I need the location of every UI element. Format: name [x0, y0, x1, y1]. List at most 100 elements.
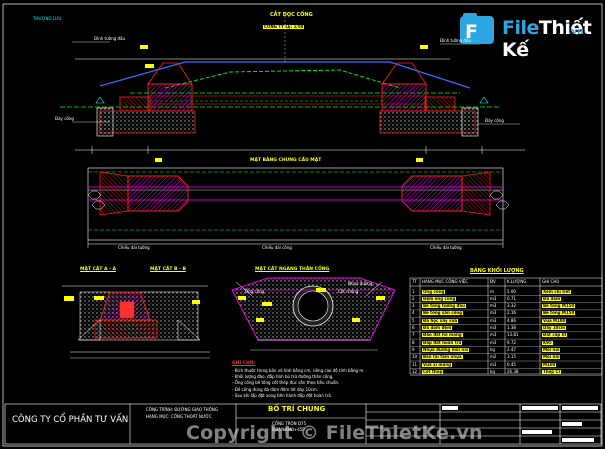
length-note: Chiều dài cống: [262, 245, 292, 250]
table-cell: Cốt thép: [422, 368, 444, 374]
plan-title: MẶT BẰNG CHUNG CẦU MẶT: [250, 158, 322, 163]
table-cell: Mối nối: [542, 346, 561, 352]
logo-text: FileThiết Kế: [502, 17, 592, 61]
table-cell: 0.71: [507, 295, 516, 301]
table-cell: 6: [412, 325, 415, 330]
cross-label-bitumen: Nhựa đường: [348, 281, 373, 286]
drawing-frame: [2, 3, 603, 447]
table-header-cell: K.LƯỢNG: [507, 279, 527, 284]
table-cell: m3: [490, 332, 497, 338]
yellow-tags: [64, 45, 428, 322]
elev-right-bottom: Đáy cống: [485, 118, 504, 123]
table-cell: 3: [412, 303, 415, 309]
title-block-fills: [442, 406, 598, 442]
table-cell: 0.45: [507, 361, 516, 367]
left-dim: Chiều dài tường: [118, 245, 150, 250]
table-cell: m3: [490, 295, 497, 301]
table-cell: Đá dăm: [542, 295, 562, 301]
table-cell: 8: [412, 339, 415, 345]
table-cell: Đá dăm đệm: [422, 325, 453, 330]
table-cell: Thép CI: [542, 368, 561, 374]
section-b-title: MẶT CẮT B - B: [150, 267, 186, 272]
table-cell: Đào đất hố móng: [422, 332, 463, 338]
right-dim: Chiều dài tường: [430, 245, 462, 250]
table-cell: 4.86: [507, 317, 516, 323]
table-header-cell: TT: [412, 279, 417, 284]
table-cell: 2.47: [507, 346, 516, 352]
table-cell: m: [490, 288, 494, 294]
drawing-subtitle-2: ĐOẠN KM0+450: [272, 427, 305, 432]
cross-section-title: MẶT CẮT NGANG THÂN CỐNG: [255, 267, 330, 272]
company-name: CÔNG TY CỔ PHẦN TƯ VẤN: [12, 415, 129, 425]
barrel-cross-section: [231, 277, 396, 351]
table-cell: 3.32: [507, 303, 516, 309]
folder-icon: F: [460, 13, 494, 44]
longitudinal-section: [60, 12, 525, 154]
table-cell: kg: [490, 368, 495, 374]
table-cell: 9: [412, 346, 415, 352]
table-cell: Bao tải tẩm nhựa: [422, 354, 463, 360]
section-title: CẮT DỌC CỐNG: [270, 12, 313, 18]
table-cell: Bê tông tường đầu: [422, 303, 466, 309]
table-cell: Vữa xi măng: [422, 361, 452, 367]
table-cell: m3: [490, 325, 497, 330]
table-cell: 5.00: [507, 288, 516, 294]
table-cell: 2.16: [507, 310, 516, 316]
table-cell: M100: [542, 361, 557, 367]
table-cell: Nhựa đường mối nối: [422, 346, 470, 352]
table-cell: 12: [412, 368, 418, 374]
table-cell: 26.38: [507, 368, 519, 374]
table-cell: Ống cống: [422, 288, 446, 294]
cross-label-rebar: Cốt chống: [338, 289, 359, 294]
table-cell: Vữa M100: [542, 317, 567, 323]
section-a-b: [62, 285, 210, 359]
cross-label-pipe: Ống cống: [245, 289, 265, 294]
table-cell: m3: [490, 361, 497, 367]
table-cell: 13.81: [507, 332, 519, 338]
table-cell: Bê tông M150: [542, 310, 576, 316]
section-scale: CỐNG TỶ LỆ: 1/50: [263, 24, 305, 29]
table-cell: 1: [412, 288, 415, 294]
table-cell: m2: [490, 354, 497, 360]
project-line-1: CÔNG TRÌNH: ĐƯỜNG GIAO THÔNG: [146, 407, 218, 412]
elev-left-bottom: Đáy cống: [55, 116, 74, 121]
note-line: - Kích thước trong bản vẽ tính bằng cm, …: [232, 368, 365, 373]
quantity-table-grid: [409, 277, 603, 375]
upstream-label: THƯỢNG LƯU: [33, 16, 62, 21]
elev-right-top: Đỉnh tường đầu: [440, 38, 471, 43]
quantity-table-row-lines: [410, 295, 602, 376]
note-line: - Đế cống dùng đá dăm đệm lót dày 10cm.: [232, 386, 319, 392]
table-cell: 4: [412, 310, 415, 316]
table-cell: Bê tông M150: [542, 303, 576, 309]
table-cell: 10: [412, 354, 418, 360]
note-line: - Sau khi lắp đặt xong tiến hành đắp đất…: [232, 392, 333, 398]
title-block: [4, 403, 602, 445]
drawing-title: BỐ TRÍ CHUNG: [268, 405, 326, 413]
svg-text:F: F: [465, 21, 478, 43]
table-cell: m3: [490, 339, 497, 345]
table-cell: 2: [412, 295, 415, 301]
drawing-subtitle: CỐNG TRÒN D75: [272, 421, 307, 426]
table-cell: Mối nối: [542, 354, 561, 360]
elev-left-top: Đỉnh tường đầu: [94, 36, 125, 41]
table-cell: K95: [542, 339, 553, 345]
table-cell: 5: [412, 317, 415, 323]
table-cell: m3: [490, 303, 497, 309]
plan-view: [87, 167, 510, 248]
table-cell: 11: [412, 361, 418, 367]
note-line: - Ống cống bê tông cốt thép đúc sẵn theo…: [232, 380, 340, 386]
project-line-2: HẠNG MỤC: CỐNG THOÁT NƯỚC: [146, 414, 212, 419]
table-cell: Đá hộc xây vữa: [422, 317, 459, 323]
table-cell: 7: [412, 332, 415, 338]
table-cell: 9.72: [507, 339, 516, 345]
table-cell: Dày 10cm: [542, 325, 567, 330]
table-cell: m3: [490, 310, 497, 316]
table-cell: 3.15: [507, 354, 516, 360]
table-cell: Đất cấp III: [542, 332, 568, 338]
table-cell: Xem chi tiết: [542, 288, 572, 294]
table-cell: 1.38: [507, 325, 516, 330]
watermark: Copyright © FileThietKe.vn: [186, 422, 483, 444]
notes-title: GHI CHÚ:: [232, 361, 256, 366]
table-header-cell: GHI CHÚ: [542, 279, 560, 284]
